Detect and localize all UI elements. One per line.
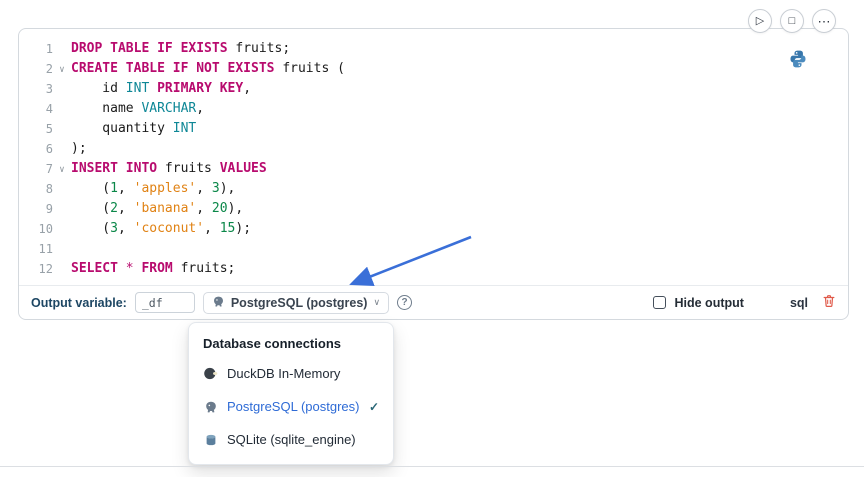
- fold-spacer: [53, 99, 71, 119]
- output-variable-label: Output variable:: [31, 295, 127, 310]
- cell-footer-toolbar: Output variable: PostgreSQL (postgres) ∨…: [19, 285, 848, 319]
- fold-spacer: [53, 259, 71, 279]
- line-number: 4: [45, 102, 53, 116]
- code-text: );: [71, 141, 87, 156]
- postgresql-icon: [203, 399, 218, 414]
- code-line[interactable]: 7 ∨ INSERT INTO fruits VALUES: [19, 159, 848, 179]
- code-line[interactable]: 8 (1, 'apples', 3),: [19, 179, 848, 199]
- code-line[interactable]: 4 name VARCHAR,: [19, 99, 848, 119]
- cell-language-badge: sql: [789, 295, 808, 310]
- hide-output-checkbox[interactable]: [652, 296, 666, 309]
- fold-spacer: [53, 119, 71, 139]
- fold-spacer: [53, 139, 71, 159]
- fold-spacer: [53, 219, 71, 239]
- toolbar-right-group: Hide output sql: [652, 294, 837, 311]
- line-number: 3: [45, 82, 53, 96]
- connection-option-postgresql-postgres[interactable]: PostgreSQL (postgres) ✓: [189, 390, 393, 423]
- code-line[interactable]: 3 id INT PRIMARY KEY,: [19, 79, 848, 99]
- code-line[interactable]: 10 (3, 'coconut', 15);: [19, 219, 848, 239]
- code-line[interactable]: 12 SELECT * FROM fruits;: [19, 259, 848, 279]
- connection-option-label: DuckDB In-Memory: [227, 366, 341, 381]
- connection-option-sqlite-sqlite-engine[interactable]: SQLite (sqlite_engine): [189, 423, 393, 456]
- code-text: quantity INT: [71, 121, 197, 136]
- connection-dropdown-button[interactable]: PostgreSQL (postgres) ∨: [202, 291, 390, 314]
- help-icon[interactable]: ?: [397, 295, 413, 310]
- code-text: CREATE TABLE IF NOT EXISTS fruits (: [71, 61, 345, 76]
- connection-option-label: PostgreSQL (postgres): [227, 399, 360, 414]
- code-line[interactable]: 5 quantity INT: [19, 119, 848, 139]
- menu-header: Database connections: [203, 336, 341, 351]
- chevron-down-icon: ∨: [373, 297, 381, 307]
- page-divider: [0, 466, 864, 467]
- delete-cell-button[interactable]: [822, 294, 836, 311]
- postgresql-icon: [212, 295, 225, 311]
- fold-spacer: [53, 239, 71, 259]
- connection-option-label: SQLite (sqlite_engine): [227, 432, 356, 447]
- fold-toggle-icon[interactable]: ∨: [59, 65, 65, 75]
- fold-spacer: [53, 79, 71, 99]
- code-line[interactable]: 2 ∨ CREATE TABLE IF NOT EXISTS fruits (: [19, 59, 848, 79]
- code-line[interactable]: 1 DROP TABLE IF EXISTS fruits;: [19, 39, 848, 59]
- code-text: id INT PRIMARY KEY,: [71, 81, 252, 96]
- ellipsis-icon: ⋯: [817, 13, 831, 29]
- line-number: 12: [38, 262, 53, 276]
- selected-check-icon: ✓: [368, 399, 379, 414]
- line-number: 11: [38, 242, 53, 256]
- code-editor[interactable]: 1 DROP TABLE IF EXISTS fruits; 2 ∨ CREATE TA…: [19, 29, 848, 279]
- code-text: (2, 'banana', 20),: [71, 201, 244, 216]
- python-logo-icon: [788, 49, 808, 69]
- code-text: name VARCHAR,: [71, 101, 205, 116]
- fold-spacer: [53, 39, 71, 59]
- sqlite-icon: [203, 432, 218, 447]
- line-number: 8: [45, 182, 53, 196]
- fold-spacer: [53, 179, 71, 199]
- stop-icon: □: [788, 14, 796, 27]
- code-text: DROP TABLE IF EXISTS fruits;: [71, 41, 291, 56]
- hide-output-label: Hide output: [674, 295, 744, 310]
- code-text: INSERT INTO fruits VALUES: [71, 161, 267, 176]
- line-number: 5: [45, 122, 53, 136]
- code-text: (1, 'apples', 3),: [71, 181, 236, 196]
- fold-spacer: [53, 199, 71, 219]
- code-line[interactable]: 6);: [19, 139, 848, 159]
- trash-icon: [822, 294, 836, 311]
- stop-cell-button[interactable]: □: [780, 9, 804, 33]
- connection-dropdown-label: PostgreSQL (postgres): [230, 295, 368, 310]
- line-number: 1: [45, 42, 53, 56]
- fold-toggle-icon[interactable]: ∨: [59, 165, 65, 175]
- line-number: 2: [45, 62, 53, 76]
- cell-actions: ▷ □ ⋯: [748, 9, 836, 33]
- more-options-button[interactable]: ⋯: [812, 9, 836, 33]
- duckdb-icon: [203, 366, 218, 381]
- line-number: 7: [45, 162, 53, 176]
- run-cell-button[interactable]: ▷: [748, 9, 772, 33]
- play-icon: ▷: [755, 14, 765, 27]
- output-variable-input[interactable]: [134, 292, 195, 313]
- code-text: (3, 'coconut', 15);: [71, 221, 252, 236]
- line-number: 10: [38, 222, 53, 236]
- connection-option-duckdb-in-memory[interactable]: DuckDB In-Memory: [189, 357, 393, 390]
- line-number: 9: [45, 202, 53, 216]
- sql-cell: 1 DROP TABLE IF EXISTS fruits; 2 ∨ CREATE TA…: [18, 28, 849, 320]
- code-line[interactable]: 9 (2, 'banana', 20),: [19, 199, 848, 219]
- code-line[interactable]: 11: [19, 239, 848, 259]
- line-number: 6: [45, 142, 53, 156]
- code-text: SELECT * FROM fruits;: [71, 261, 236, 276]
